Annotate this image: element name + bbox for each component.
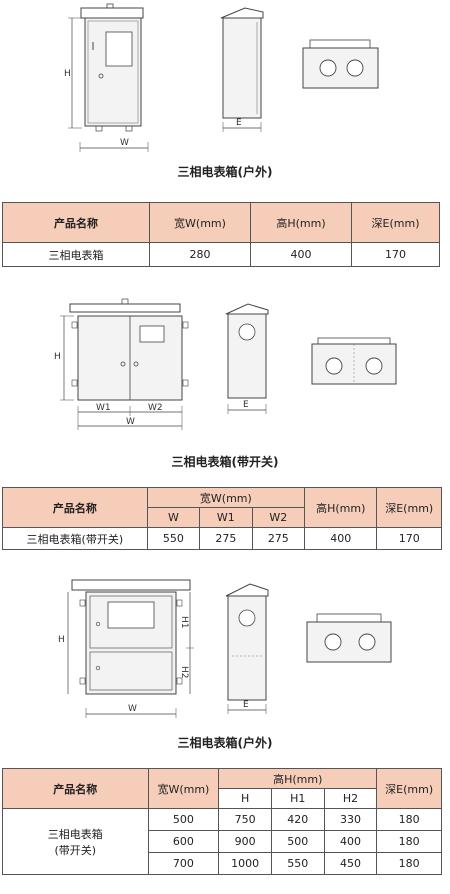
cell-depth-2: 170 (376, 527, 442, 550)
front-view-drawing-3: H H1 H2 W (58, 579, 194, 718)
cell-r3-width: 700 (147, 852, 220, 875)
front-view-drawing-1: H W (64, 3, 149, 152)
bottom-view-drawing-3 (306, 613, 392, 663)
header-h2-3: H2 (323, 788, 378, 809)
dim-label-h1-3: H1 (179, 616, 189, 629)
header-width-group-2: 宽W(mm) (146, 487, 306, 508)
cell-r3-h2: 450 (323, 852, 378, 875)
dim-label-w-2: W (126, 417, 135, 427)
caption-3: 三相电表箱(户外) (177, 736, 273, 750)
dim-label-e-1: E (236, 118, 242, 128)
header-w-2: W (146, 507, 201, 528)
cell-r1-width: 500 (147, 808, 220, 831)
cell-r3-depth: 180 (376, 852, 442, 875)
cell-w2-2: 275 (251, 527, 306, 550)
header-height-group-3: 高H(mm) (218, 768, 378, 789)
dim-label-e-3: E (243, 700, 249, 710)
dim-label-w2-2: W2 (148, 403, 163, 413)
dim-label-h-1: H (64, 69, 71, 79)
header-h-3: H (218, 788, 272, 809)
cell-w-2: 550 (146, 527, 201, 550)
cell-r1-depth: 180 (376, 808, 442, 831)
header-product-name-1: 产品名称 (2, 202, 150, 243)
cell-r2-h2: 400 (323, 830, 378, 853)
cell-product-name-2: 三相电表箱(带开关) (2, 527, 148, 550)
cell-r1-h2: 330 (323, 808, 378, 831)
cell-height-2: 400 (304, 527, 378, 550)
dim-label-e-2: E (243, 400, 249, 410)
side-view-drawing-2: E (225, 303, 269, 414)
header-width-3: 宽W(mm) (147, 768, 220, 809)
header-width-1: 宽W(mm) (149, 202, 251, 243)
cell-r2-depth: 180 (376, 830, 442, 853)
spec-table-2: 产品名称 宽W(mm) 高H(mm) 深E(mm) W W1 W2 三相电表箱(… (2, 487, 442, 550)
bottom-view-drawing-1 (302, 39, 379, 89)
spec-table-1: 产品名称 宽W(mm) 高H(mm) 深E(mm) 三相电表箱 280 400 … (2, 202, 440, 267)
cell-height-1: 400 (250, 242, 352, 267)
cell-product-name-1: 三相电表箱 (2, 242, 150, 267)
header-depth-1: 深E(mm) (351, 202, 440, 243)
cell-r3-h: 1000 (218, 852, 272, 875)
dim-label-w-3: W (128, 704, 137, 714)
caption-2: 三相电表箱(带开关) (171, 455, 279, 469)
header-product-name-3: 产品名称 (2, 768, 149, 809)
cell-w1-2: 275 (199, 527, 253, 550)
dim-label-w-1: W (120, 138, 129, 148)
cell-product-name-3: 三相电表箱 (带开关) (2, 808, 149, 875)
cell-r2-h: 900 (218, 830, 272, 853)
header-height-1: 高H(mm) (250, 202, 352, 243)
caption-1: 三相电表箱(户外) (177, 165, 273, 179)
header-depth-3: 深E(mm) (376, 768, 442, 809)
front-view-drawing-2: H W1 W2 W (54, 298, 189, 430)
dim-label-h-3: H (58, 635, 65, 645)
cell-r3-h1: 550 (270, 852, 325, 875)
header-h1-3: H1 (270, 788, 325, 809)
header-product-name-2: 产品名称 (2, 487, 148, 528)
spec-table-3: 产品名称 宽W(mm) 高H(mm) 深E(mm) H H1 H2 三相电表箱 … (2, 768, 442, 875)
side-view-drawing-3: E (225, 583, 269, 714)
cell-width-1: 280 (149, 242, 251, 267)
dim-label-h2-3: H2 (179, 666, 189, 679)
cell-r2-width: 600 (147, 830, 220, 853)
dim-label-w1-2: W1 (96, 403, 111, 413)
product-name-line2-3: (带开关) (54, 843, 97, 857)
cell-r2-h1: 500 (270, 830, 325, 853)
header-w1-2: W1 (199, 507, 253, 528)
bottom-view-drawing-2 (311, 337, 397, 385)
dim-label-h-2: H (54, 352, 61, 362)
product-name-line1-3: 三相电表箱 (47, 827, 103, 841)
header-w2-2: W2 (251, 507, 306, 528)
cell-depth-1: 170 (351, 242, 440, 267)
header-depth-2: 深E(mm) (376, 487, 442, 528)
cell-r1-h: 750 (218, 808, 272, 831)
side-view-drawing-1: E (220, 7, 264, 132)
header-height-2: 高H(mm) (304, 487, 378, 528)
cell-r1-h1: 420 (270, 808, 325, 831)
